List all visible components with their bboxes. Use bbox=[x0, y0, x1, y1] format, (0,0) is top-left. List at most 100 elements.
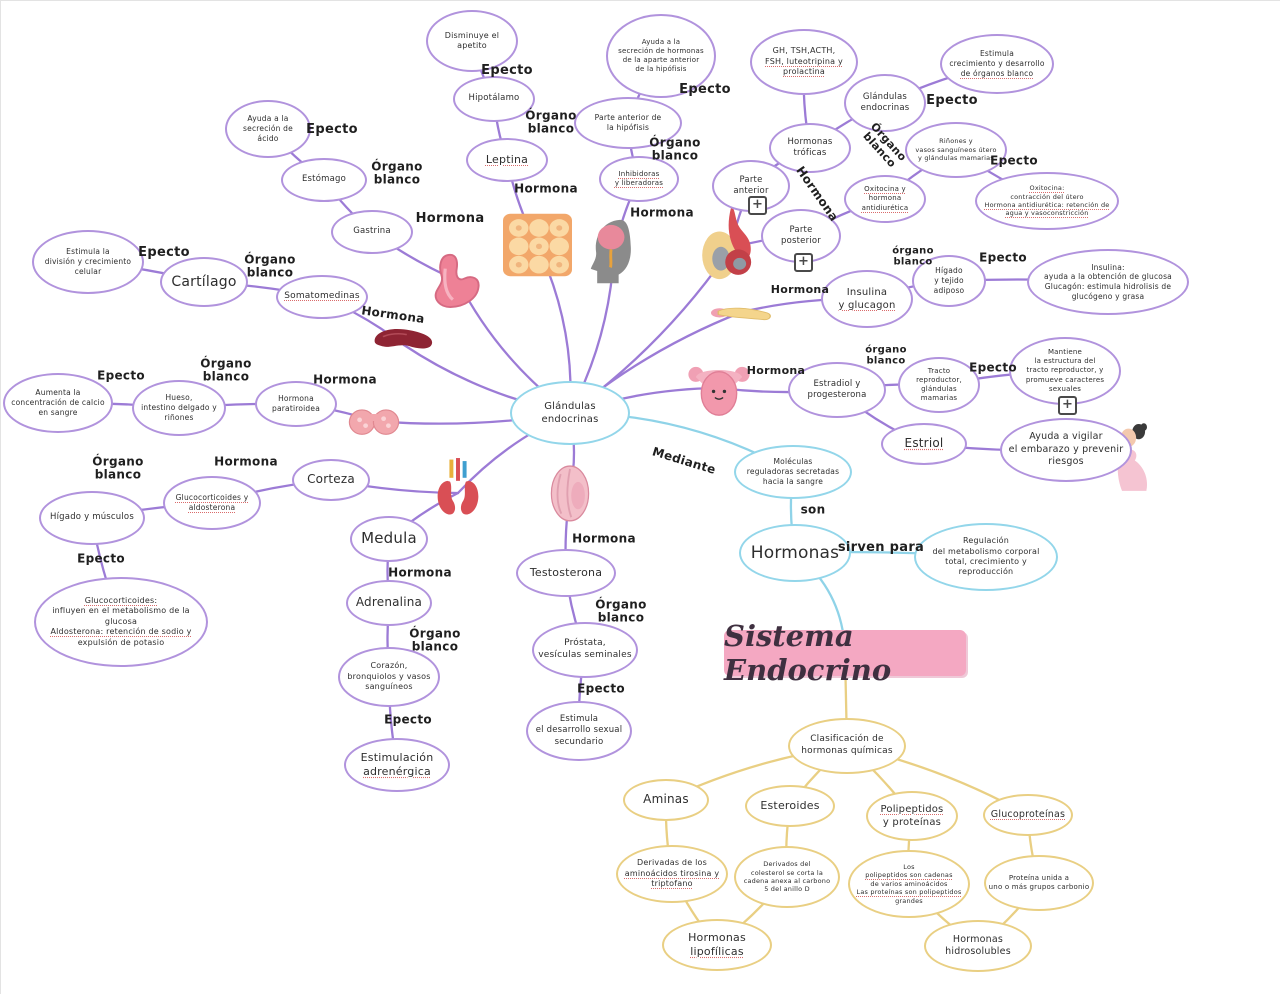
node-aminas[interactable]: Aminas bbox=[623, 779, 709, 821]
edge-label: Órgano blanco bbox=[244, 252, 296, 279]
edge-label: Hormona bbox=[770, 283, 830, 297]
edge-label: órgano blanco bbox=[865, 344, 907, 366]
edge-label: Epecto bbox=[990, 153, 1038, 168]
edge-label: Hormona bbox=[415, 211, 485, 227]
testis-illustration bbox=[539, 456, 601, 528]
node-estomago[interactable]: Estómago bbox=[281, 158, 367, 202]
edge-label: Epecto bbox=[679, 82, 731, 98]
node-medula[interactable]: Medula bbox=[350, 516, 428, 562]
node-estriol[interactable]: Estriol bbox=[881, 423, 967, 465]
edge-label: Hormona bbox=[572, 531, 636, 546]
edge-label: Hormona bbox=[630, 205, 694, 220]
expand-button[interactable]: + bbox=[1058, 396, 1077, 415]
node-testosterona[interactable]: Testosterona bbox=[516, 549, 616, 597]
kidneys-illustration bbox=[425, 455, 491, 531]
node-hipotalamo[interactable]: Hipotálamo bbox=[453, 76, 535, 122]
thyroid-illustration bbox=[344, 392, 404, 450]
node-gluco-efecto[interactable]: Glucocorticoides:influyen en el metaboli… bbox=[34, 577, 208, 667]
node-corteza[interactable]: Corteza bbox=[292, 459, 370, 501]
edge-label: Epecto bbox=[577, 681, 625, 696]
edge-label: Hormona bbox=[746, 364, 806, 378]
stomach-illustration bbox=[426, 250, 490, 312]
edge-label: Epecto bbox=[138, 245, 190, 261]
node-esteroides[interactable]: Esteroides bbox=[745, 785, 835, 827]
edge-label: Epecto bbox=[306, 122, 358, 138]
edge-label: Epecto bbox=[97, 368, 145, 383]
expand-button[interactable]: + bbox=[748, 196, 767, 215]
edge-label: Hormona bbox=[514, 181, 578, 196]
edge-label: órgano blanco bbox=[892, 245, 934, 267]
pancreas-illustration bbox=[709, 291, 775, 333]
node-cartilago[interactable]: Cartílago bbox=[160, 257, 248, 307]
edge-label: Órgano blanco bbox=[525, 108, 577, 135]
edge-label: Epecto bbox=[384, 712, 432, 727]
edge-label: Órgano blanco bbox=[649, 135, 701, 162]
node-hormonas[interactable]: Hormonas bbox=[739, 524, 851, 582]
edge-label: Epecto bbox=[481, 63, 533, 79]
node-glucoproteinas[interactable]: Glucoproteínas bbox=[983, 794, 1073, 836]
title[interactable]: Sistema Endocrino bbox=[724, 619, 966, 687]
edge-label: Hormona bbox=[313, 372, 377, 387]
edge-label: sirven para bbox=[837, 540, 925, 556]
liver-illustration bbox=[369, 319, 439, 371]
node-adrenalina[interactable]: Adrenalina bbox=[346, 580, 432, 626]
expand-button[interactable]: + bbox=[794, 253, 813, 272]
node-somato[interactable]: Somatomedinas bbox=[276, 275, 368, 319]
node-gastrina[interactable]: Gastrina bbox=[331, 210, 413, 254]
node-ins-efecto[interactable]: Insulina:ayuda a la obtención de glucosa… bbox=[1027, 249, 1189, 315]
uterus-illustration bbox=[685, 354, 753, 422]
edge-label: son bbox=[800, 502, 826, 517]
edge-label: Órgano blanco bbox=[371, 159, 423, 186]
pituitary-illustration bbox=[695, 206, 767, 291]
node-leptina[interactable]: Leptina bbox=[466, 138, 548, 182]
edge-label: Hormona bbox=[214, 454, 278, 469]
edge-label: Epecto bbox=[77, 551, 125, 566]
node-prostata[interactable]: Próstata,vesículas seminales bbox=[532, 622, 638, 678]
edge-label: Órgano blanco bbox=[200, 356, 252, 383]
edge-label: Epecto bbox=[979, 250, 1027, 265]
edge-label: Órgano blanco bbox=[409, 626, 461, 653]
tissue-illustration bbox=[500, 211, 575, 279]
edge-label: Epecto bbox=[969, 360, 1017, 375]
node-higado-mus[interactable]: Hígado y músculos bbox=[39, 491, 145, 545]
edge-label: Hormona bbox=[388, 565, 452, 580]
